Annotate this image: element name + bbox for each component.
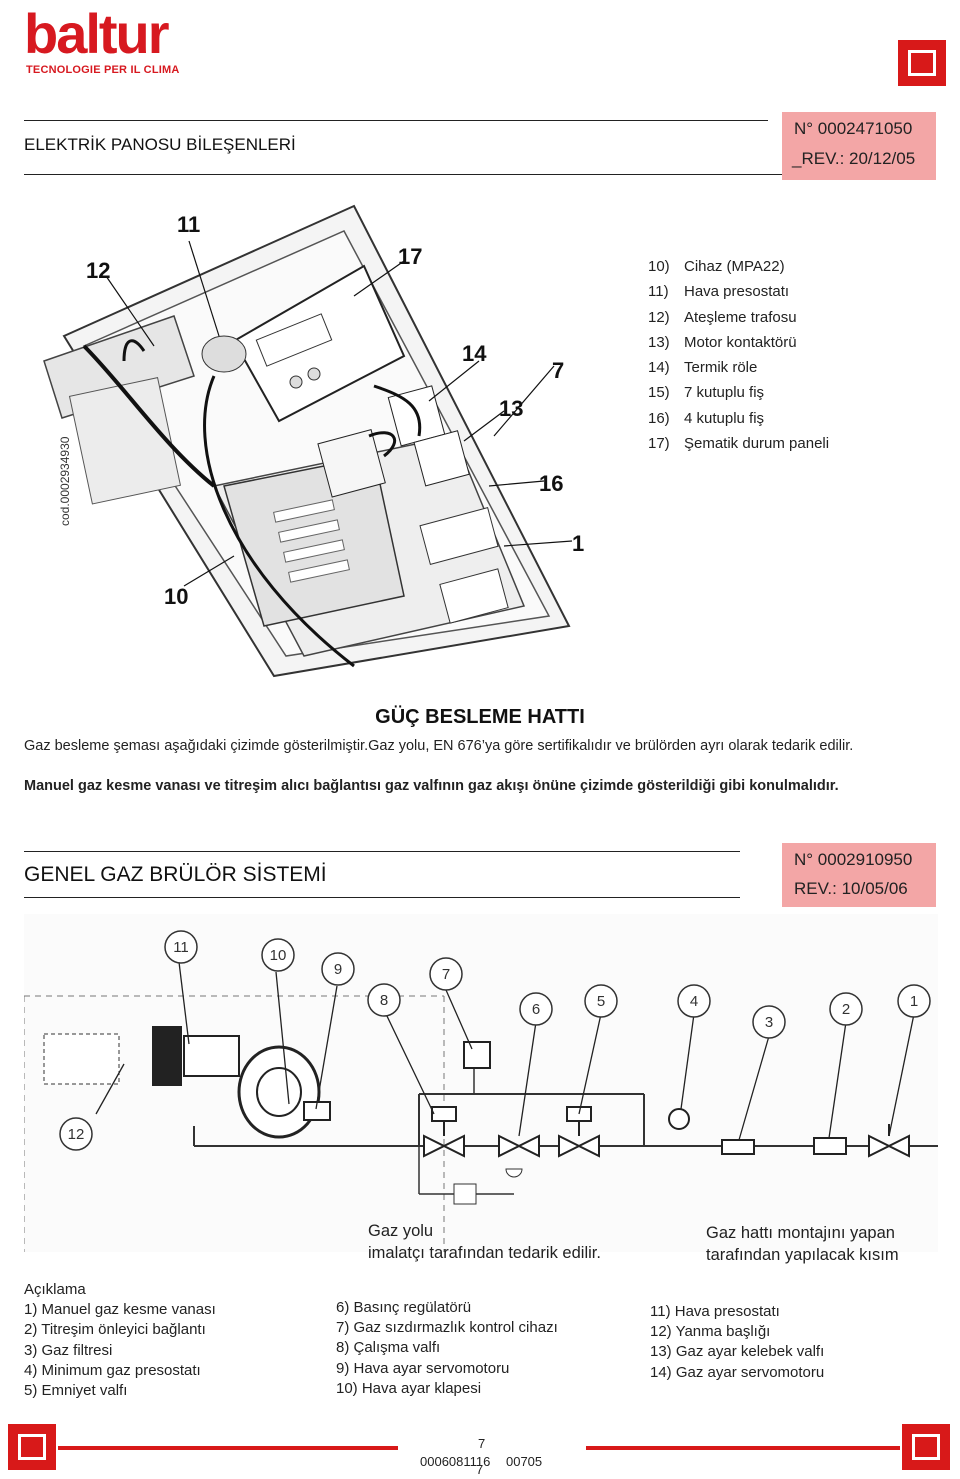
explanation-col-3: 11) Hava presostatı 12) Yanma başlığı 13… <box>650 1302 824 1383</box>
legend-item: 15)7 kutuplu fiş <box>648 384 765 402</box>
list-item: 4) Minimum gaz presostatı <box>24 1361 201 1379</box>
gas-rule-top <box>24 851 740 852</box>
section-title-panel: ELEKTRİK PANOSU BİLEŞENLERİ <box>24 135 296 154</box>
caption-right-line-2: tarafından yapılacak kısım <box>706 1246 899 1264</box>
panel-legend: 10)Cihaz (MPA22) 11)Hava presostatı 12)A… <box>648 254 829 456</box>
list-item: 3) Gaz filtresi <box>24 1341 113 1359</box>
list-item: 7) Gaz sızdırmazlık kontrol cihazı <box>336 1319 558 1337</box>
legend-item: 14)Termik röle <box>648 359 758 377</box>
caption-installer-part: Gaz hattı montajını yapan tarafından yap… <box>706 1222 899 1266</box>
list-item: 14) Gaz ayar servomotoru <box>650 1363 825 1381</box>
corner-square-icon <box>8 1424 56 1470</box>
gas-callout-7: 7 <box>442 966 450 983</box>
footer-doc-code: 0006081116 00705 <box>420 1454 543 1469</box>
list-item: 2) Titreşim önleyici bağlantı <box>24 1321 206 1339</box>
gas-callout-8: 8 <box>380 992 388 1009</box>
gas-callout-3: 3 <box>765 1014 773 1031</box>
revision-2: REV.: 10/05/06 <box>794 879 908 898</box>
explanation-title: Açıklama <box>24 1281 86 1298</box>
supply-paragraph-2: Manuel gaz kesme vanası ve titreşim alıc… <box>24 778 839 794</box>
legend-item: 16)4 kutuplu fiş <box>648 409 765 427</box>
list-item: 1) Manuel gaz kesme vanası <box>24 1301 216 1319</box>
panel-callout-14: 14 <box>462 341 487 366</box>
baltur-logo: baltur TECNOLOGIE PER IL CLIMA <box>24 2 199 77</box>
gas-callout-2: 2 <box>842 1001 850 1018</box>
list-item: 12) Yanma başlığı <box>650 1323 771 1341</box>
panel-callout-10: 10 <box>164 584 188 609</box>
revision-1: _REV.: 20/12/05 <box>792 149 916 168</box>
list-item: 13) Gaz ayar kelebek valfı <box>650 1343 825 1361</box>
panel-code-label: cod.0002934930 <box>58 436 72 526</box>
caption-right-line-1: Gaz hattı montajını yapan <box>706 1224 895 1242</box>
caption-left-line-1: Gaz yolu <box>368 1222 434 1240</box>
gas-callout-12: 12 <box>68 1126 85 1143</box>
corner-square-icon <box>902 1424 950 1470</box>
gas-callout-11: 11 <box>173 939 189 956</box>
list-item: 9) Hava ayar servomotoru <box>336 1359 510 1377</box>
panel-callout-7: 7 <box>552 358 564 383</box>
corner-square-icon <box>898 40 946 86</box>
gas-rule-bottom <box>24 897 740 898</box>
doc-ref-box-1: N° 0002471050 _REV.: 20/12/05 <box>782 112 936 180</box>
gas-callout-4: 4 <box>690 993 698 1010</box>
logo-tagline: TECNOLOGIE PER IL CLIMA <box>26 64 180 76</box>
doc-number-1: N° 0002471050 <box>794 119 913 138</box>
panel-callout-11: 11 <box>177 212 200 237</box>
list-item: 6) Basınç regülatörü <box>336 1299 472 1316</box>
supply-title: GÜÇ BESLEME HATTI <box>375 706 585 728</box>
gas-callout-1: 1 <box>910 993 918 1010</box>
explanation-col-2: 6) Basınç regülatörü 7) Gaz sızdırmazlık… <box>336 1298 558 1399</box>
caption-left-line-2: imalatçı tarafından tedarik edilir. <box>368 1244 601 1262</box>
gas-callout-9: 9 <box>334 961 342 978</box>
doc-number-2: N° 0002910950 <box>794 850 913 869</box>
gas-train-diagram: 11 10 9 7 8 6 5 4 3 2 1 12 <box>24 914 938 1252</box>
footer-page-number: 7 <box>478 1436 486 1451</box>
footer-red-line-left <box>58 1446 398 1450</box>
panel-callout-1: 1 <box>572 531 584 556</box>
gas-callout-6: 6 <box>532 1001 540 1018</box>
list-item: 10) Hava ayar klapesi <box>336 1379 482 1397</box>
panel-callout-17: 17 <box>398 244 422 269</box>
gas-system-title: GENEL GAZ BRÜLÖR SİSTEMİ <box>24 863 327 886</box>
header-rule-bottom <box>24 174 794 175</box>
panel-callout-16: 16 <box>539 471 563 496</box>
legend-item: 12)Ateşleme trafosu <box>648 308 797 326</box>
supply-paragraph-1: Gaz besleme şeması aşağıdaki çizimde gös… <box>24 738 854 754</box>
list-item: 11) Hava presostatı <box>650 1303 780 1320</box>
legend-item: 11)Hava presostatı <box>648 283 790 301</box>
list-item: 5) Emniyet valfı <box>24 1382 128 1400</box>
header-rule-top <box>24 120 768 121</box>
explanation-col-1: Açıklama 1) Manuel gaz kesme vanası 2) T… <box>24 1280 216 1401</box>
legend-item: 13)Motor kontaktörü <box>648 333 797 351</box>
legend-item: 17)Şematik durum paneli <box>648 435 830 453</box>
panel-callout-12: 12 <box>86 258 110 283</box>
logo-wordmark: baltur <box>24 2 170 65</box>
legend-item: 10)Cihaz (MPA22) <box>648 258 785 275</box>
footer-red-line-right <box>586 1446 900 1450</box>
list-item: 8) Çalışma valfı <box>336 1339 441 1357</box>
panel-callout-13: 13 <box>499 396 523 421</box>
gas-callout-10: 10 <box>270 947 287 964</box>
gas-callout-5: 5 <box>597 993 605 1010</box>
caption-supplied-by-maker: Gaz yolu imalatçı tarafından tedarik edi… <box>368 1220 601 1264</box>
footer-page-overlay: 7 <box>476 1462 484 1477</box>
doc-ref-box-2: N° 0002910950 REV.: 10/05/06 <box>782 843 936 907</box>
electrical-panel-drawing: 11 12 17 14 7 13 16 1 10 cod.0002934930 <box>43 204 584 678</box>
